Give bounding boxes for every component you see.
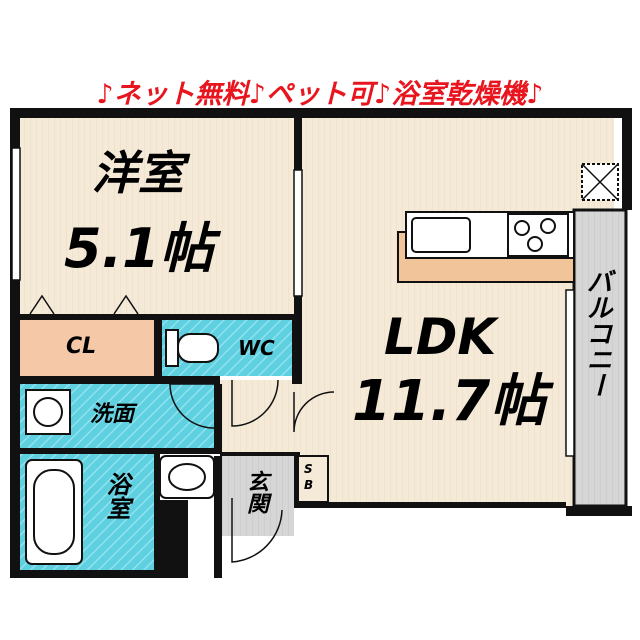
- shoebox-label: SB: [304, 462, 314, 492]
- hall-floor: [220, 380, 302, 454]
- toilet-icon: [165, 329, 219, 367]
- wc-label: WC: [238, 336, 275, 360]
- western-room-size: 5.1帖: [64, 217, 214, 280]
- kitchen-sink: [411, 217, 471, 253]
- washroom-label: 洗面: [90, 402, 135, 427]
- washing-machine-icon: [159, 455, 215, 499]
- feature-banner: ♪ネット無料♪ペット可♪浴室乾燥機♪: [96, 79, 544, 110]
- balcony-label: バルコニー: [582, 268, 612, 398]
- closet-floor: [20, 318, 154, 376]
- closet-label: CL: [66, 334, 97, 359]
- bathtub-icon: [25, 459, 83, 565]
- walls: [10, 108, 632, 578]
- door-swings: [169, 379, 335, 563]
- western-room-floor: [20, 118, 294, 314]
- ventilation-icon: [581, 163, 619, 201]
- ldk-floor: [302, 118, 614, 506]
- western-room-name: 洋室: [92, 146, 184, 200]
- bath-label: 浴室: [102, 472, 130, 520]
- closet-doors: [29, 294, 139, 315]
- washbasin-icon: [25, 389, 71, 435]
- entrance-label: 玄関: [243, 470, 268, 514]
- ldk-name: LDK: [384, 308, 497, 366]
- balcony-floor: [572, 208, 628, 508]
- entrance-floor: [222, 456, 294, 536]
- windows: [11, 147, 575, 457]
- ldk-size: 11.7帖: [352, 369, 547, 434]
- stove: [507, 213, 569, 257]
